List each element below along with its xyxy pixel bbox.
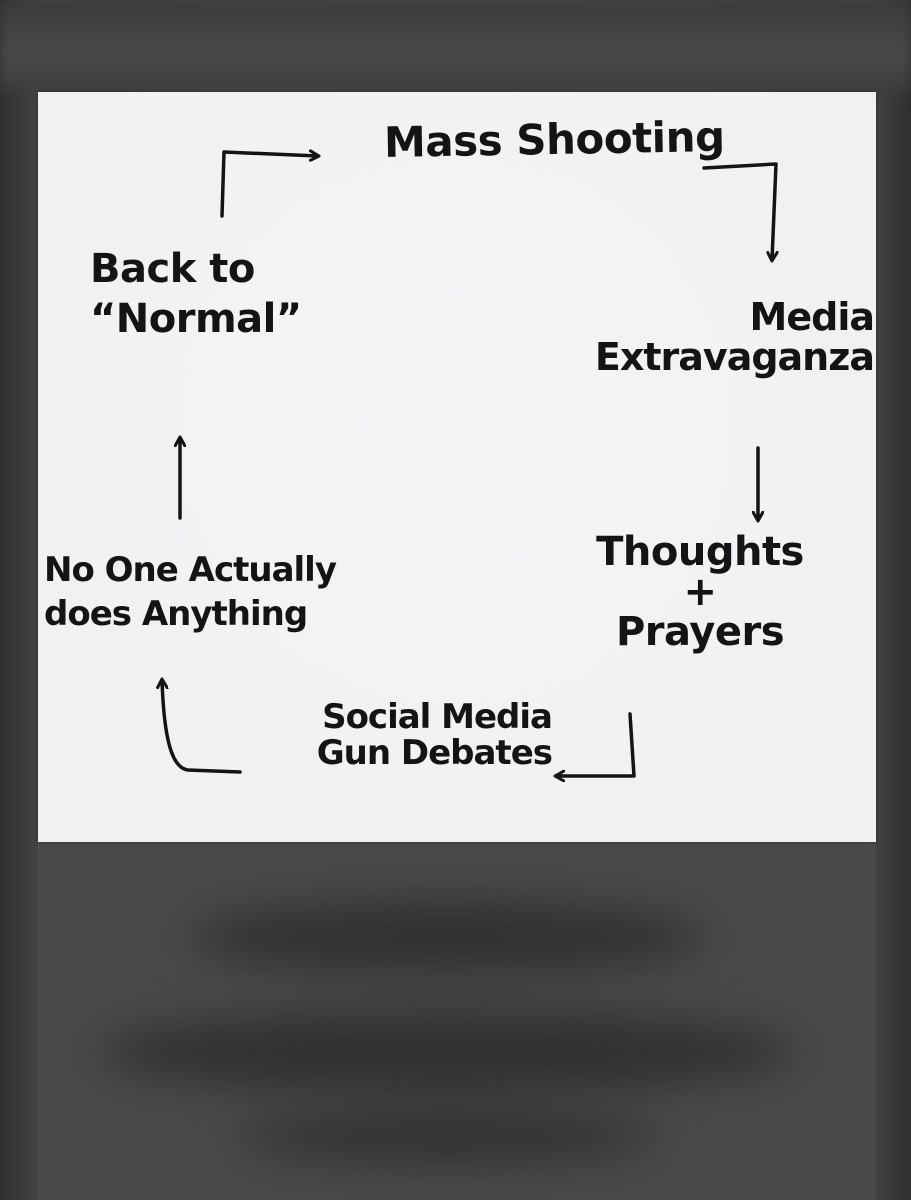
blurred-top-area: [0, 0, 911, 92]
node-social-media-gun-debates: Social Media Gun Debates: [316, 697, 553, 773]
node-back-to-normal: Back to “Normal”: [90, 246, 302, 342]
paper-sheet: [38, 92, 876, 842]
arrow-debates-to-no-one: [162, 680, 242, 774]
blurred-bottom-area: [38, 842, 876, 1200]
node-no-one-actually: No One Actually does Anything: [44, 550, 337, 635]
node-thoughts-prayers: Thoughts + Prayers: [596, 529, 804, 655]
node-media-extravaganza: Media Extravaganza: [594, 295, 875, 379]
arrow-normal-to-shooting: [220, 152, 318, 218]
arrow-thoughts-to-debates: [556, 712, 636, 776]
arrow-shooting-to-media: [702, 162, 776, 260]
